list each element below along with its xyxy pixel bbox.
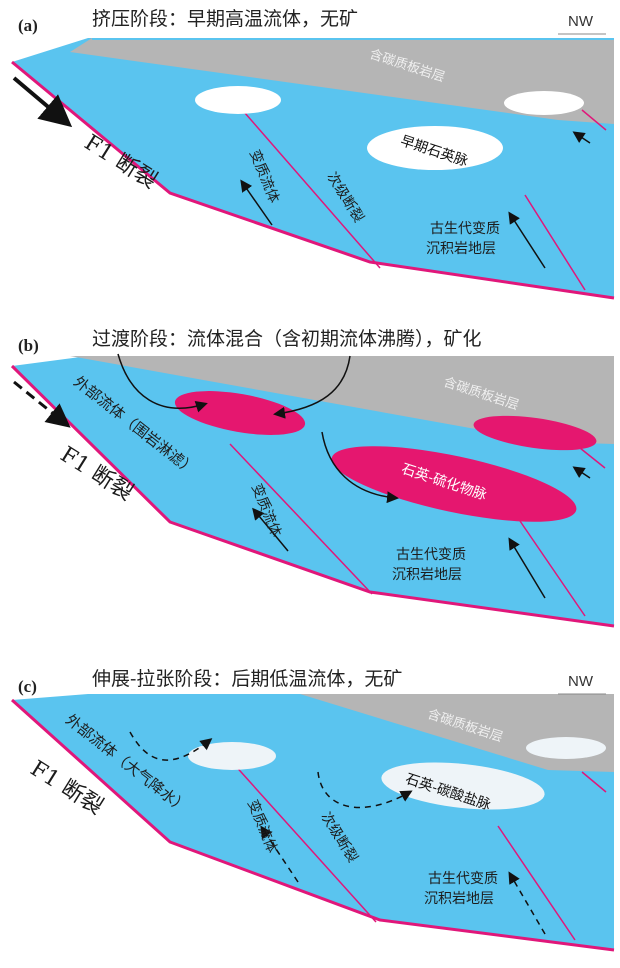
panel-label: (b)	[18, 336, 39, 355]
fault-arrow	[12, 76, 73, 128]
panel-c-diagram	[10, 693, 615, 952]
panel-label: (c)	[18, 677, 37, 696]
secondary-fault-line-2	[519, 520, 586, 617]
meta-fluid-arrow-3	[572, 466, 591, 479]
external-fluid-arrow-1	[117, 353, 208, 413]
meta-fluid-arrow	[252, 507, 289, 552]
carbonate-vein-1	[188, 742, 276, 770]
secondary-fault-line	[237, 104, 381, 269]
external-fluid-arrow-2	[317, 771, 413, 809]
secondary-fault-line-2	[524, 194, 586, 291]
strata-line-2: 沉积岩地层	[424, 891, 494, 907]
strata-body	[12, 694, 614, 950]
f1-fault-line	[10, 698, 615, 952]
strata-line-2: 沉积岩地层	[392, 567, 462, 583]
early-quartz-vein-1	[195, 86, 281, 114]
f1-fault-line	[11, 60, 615, 300]
panel-a: (a) 挤压阶段：早期高温流体，无矿 NW 含碳质板岩层 早期石英脉 F1 断裂…	[0, 0, 620, 318]
meta-fluid-arrow-3	[572, 131, 591, 144]
strata-line-1: 古生代变质	[430, 221, 500, 237]
external-fluid-arrow-2	[273, 355, 351, 419]
secondary-fault-line-3	[579, 447, 606, 469]
secondary-fault-line-3	[581, 109, 607, 131]
secondary-fault-line	[229, 443, 373, 595]
secondary-fault-line-3	[581, 771, 607, 793]
panel-title: 过渡阶段：流体混合（含初期流体沸腾），矿化	[92, 328, 482, 350]
panel-label: (a)	[18, 16, 38, 35]
strata-line-1: 古生代变质	[396, 547, 466, 563]
external-fluid-arrow-1	[129, 731, 213, 761]
nw-direction: NW	[568, 673, 593, 690]
sulfide-vein-3	[473, 415, 597, 451]
strata-line-1: 古生代变质	[428, 871, 498, 887]
strata-line-2: 沉积岩地层	[426, 241, 496, 257]
external-fluid-arrow-3	[321, 431, 399, 504]
panel-title: 伸展-拉张阶段：后期低温流体，无矿	[92, 668, 403, 690]
slate-layer	[70, 38, 614, 124]
secondary-fault-line	[231, 761, 377, 923]
early-quartz-vein-3	[504, 91, 584, 115]
carbonate-vein-3	[526, 737, 606, 759]
carbonate-vein-2	[381, 762, 545, 810]
sulfide-vein-2	[331, 446, 577, 522]
nw-direction: NW	[568, 13, 593, 30]
f1-fault-line	[10, 364, 615, 628]
meta-fluid-arrow-2	[508, 537, 546, 599]
panel-b: (b) 过渡阶段：流体混合（含初期流体沸腾），矿化 含碳质板岩层 石英-硫化物脉…	[0, 326, 620, 644]
secondary-fault-line-2	[497, 825, 576, 941]
meta-fluid-arrow-2	[508, 211, 546, 269]
panel-a-diagram	[11, 33, 615, 300]
fault-arrow	[13, 380, 71, 428]
slate-inner-blue	[92, 38, 614, 40]
panel-b-diagram	[10, 353, 615, 628]
panel-c: (c) 伸展-拉张阶段：后期低温流体，无矿 NW 含碳质板岩层 石英-碳酸盐脉 …	[0, 650, 620, 968]
meta-fluid-arrow-2	[508, 871, 546, 935]
panel-title: 挤压阶段：早期高温流体，无矿	[92, 8, 359, 30]
early-quartz-vein-2	[367, 126, 503, 170]
meta-fluid-arrow	[240, 179, 273, 226]
